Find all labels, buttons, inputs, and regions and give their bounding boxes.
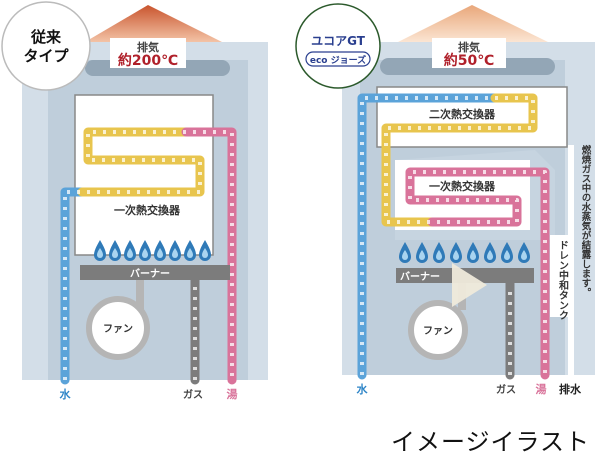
fan xyxy=(408,300,468,360)
exhaust-label: 排気 xyxy=(458,40,480,54)
exhaust-label-box xyxy=(432,38,506,68)
drain-tank xyxy=(550,235,574,317)
exhaust-arrow xyxy=(85,5,222,42)
fan-label: ファン xyxy=(103,323,133,335)
exhaust-temp: 約50℃ xyxy=(444,52,494,69)
gas-label: ガス xyxy=(183,388,203,401)
drain-tank-label: ドレン中和タンク xyxy=(557,240,570,320)
hot-water-label: 湯 xyxy=(227,387,238,401)
burner-label: バーナー xyxy=(400,271,440,283)
eco-unit: 排気 約50℃ 二次熱交換器 一次熱交換器 ファン バーナー ドレン中和タンク … xyxy=(295,3,595,396)
conventional-badge xyxy=(1,1,91,91)
eco-logo-line-2: eco ジョーズ xyxy=(310,54,366,66)
burner-bar xyxy=(80,265,230,280)
exhaust-temp: 約200℃ xyxy=(118,52,178,69)
water-label: 水 xyxy=(357,382,369,396)
eco-logo-line-1: ユコアGT xyxy=(311,34,366,48)
hot-water-pipe xyxy=(181,127,237,385)
fan-label: ファン xyxy=(423,325,453,337)
exhaust-label: 排気 xyxy=(137,40,159,54)
drain-label: 排水 xyxy=(559,382,582,396)
hot-water-label: 湯 xyxy=(536,382,547,396)
condensation-note: 燃焼ガス中の水蒸気が結露します。 xyxy=(580,144,592,297)
water-label: 水 xyxy=(60,387,72,401)
badge-line-1: 従来 xyxy=(30,28,62,46)
burner-label: バーナー xyxy=(130,268,170,280)
secondary-exchanger-label: 二次熱交換器 xyxy=(429,107,496,121)
fan xyxy=(86,296,150,360)
exhaust-arrow xyxy=(398,5,548,42)
primary-exchanger-label: 一次熱交換器 xyxy=(114,203,181,217)
play-icon[interactable] xyxy=(452,263,487,307)
badge-line-2: タイプ xyxy=(23,47,69,65)
primary-exchanger-box xyxy=(74,94,214,256)
exhaust-label-box xyxy=(110,38,186,68)
primary-exchanger-label: 一次熱交換器 xyxy=(429,179,496,193)
image-caption: イメージイラスト xyxy=(390,428,590,456)
eco-badge xyxy=(295,3,381,89)
conventional-unit: 排気 約200℃ 一次熱交換器 バーナー ファン 水 ガス 湯 従来 タイプ xyxy=(1,1,268,401)
gas-label: ガス xyxy=(496,383,516,396)
